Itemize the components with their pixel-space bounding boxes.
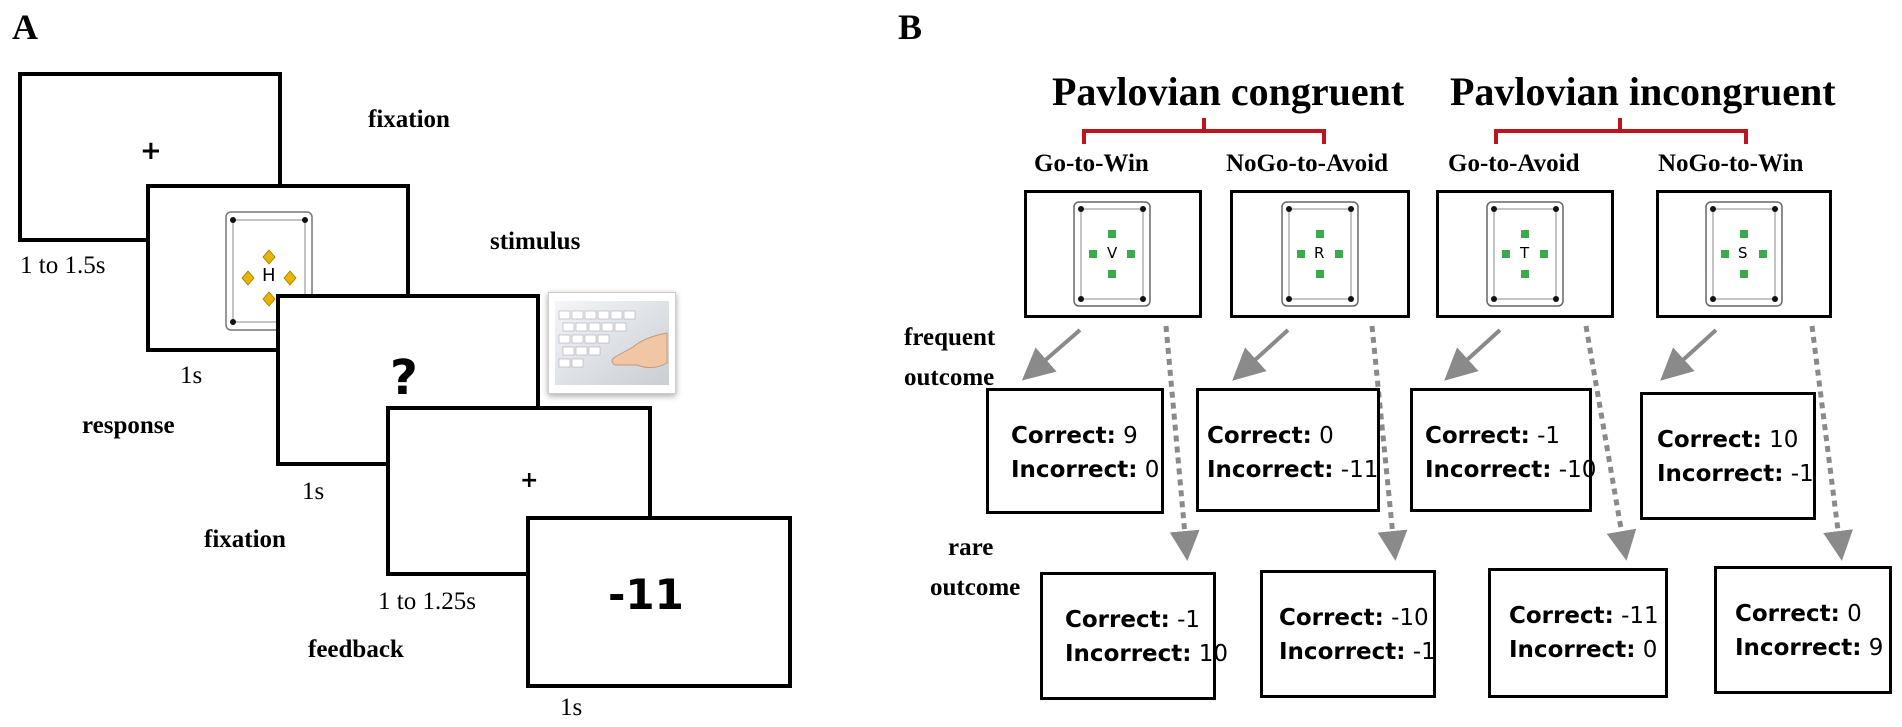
- rare-arrow-go-to-win: [1163, 325, 1200, 561]
- frequent-arrow-nogo-to-win: [1660, 328, 1718, 381]
- fixation-cross-2: +: [520, 468, 539, 493]
- stimulus-time: 1s: [180, 362, 203, 389]
- incorrect-value: 10: [1198, 641, 1229, 667]
- correct-label: Correct:: [1011, 423, 1116, 449]
- incorrect-value: -11: [1340, 457, 1379, 483]
- incorrect-label: Incorrect:: [1509, 637, 1636, 663]
- incorrect-value: 0: [1642, 637, 1658, 663]
- rare-label-line-1: rare: [948, 534, 994, 561]
- incorrect-value: -1: [1412, 639, 1436, 665]
- correct-label: Correct:: [1207, 423, 1312, 449]
- correct-label: Correct:: [1735, 601, 1840, 627]
- feedback-time: 1s: [560, 694, 583, 721]
- correct-label: Correct:: [1657, 427, 1762, 453]
- rare-arrow-nogo-to-win: [1809, 325, 1853, 561]
- stimulus-letter: H: [262, 265, 276, 286]
- rare-outcome-go-to-avoid: Correct: -11 Incorrect: 0: [1488, 568, 1668, 698]
- congruent-bracket: [1082, 118, 1326, 144]
- card-letter-nogo-to-avoid: R: [1314, 244, 1325, 262]
- fixation-label-1: fixation: [368, 106, 450, 133]
- card-letter-nogo-to-win: S: [1738, 244, 1748, 262]
- correct-value: -1: [1537, 423, 1561, 449]
- fixation-cross: +: [140, 136, 162, 166]
- pavlovian-incongruent-heading: Pavlovian incongruent: [1450, 69, 1836, 114]
- frequent-label-line-1: frequent: [904, 324, 996, 351]
- incorrect-value: 0: [1144, 457, 1160, 483]
- incongruent-bracket: [1494, 118, 1748, 144]
- correct-label: Correct:: [1065, 607, 1170, 633]
- incorrect-value: -1: [1790, 461, 1814, 487]
- incorrect-label: Incorrect:: [1207, 457, 1334, 483]
- correct-value: -11: [1621, 603, 1659, 629]
- incorrect-label: Incorrect:: [1735, 635, 1862, 661]
- correct-label: Correct:: [1425, 423, 1530, 449]
- frequent-label-line-2: outcome: [904, 364, 995, 391]
- condition-name-go-to-avoid: Go-to-Avoid: [1448, 150, 1580, 177]
- correct-value: 0: [1319, 423, 1334, 449]
- fixation-time-2: 1 to 1.25s: [378, 588, 476, 615]
- correct-value: 9: [1123, 423, 1138, 449]
- correct-label: Correct:: [1279, 605, 1384, 631]
- stimulus-label: stimulus: [490, 228, 581, 255]
- response-label: response: [82, 412, 175, 439]
- correct-value: -10: [1391, 605, 1429, 631]
- panel-b-letter: B: [898, 7, 923, 47]
- rare-outcome-go-to-win: Correct: -1 Incorrect: 10: [1040, 572, 1228, 700]
- condition-name-go-to-win: Go-to-Win: [1034, 150, 1149, 177]
- incorrect-label: Incorrect:: [1657, 461, 1784, 487]
- condition-name-nogo-to-win: NoGo-to-Win: [1658, 150, 1804, 177]
- rare-outcome-nogo-to-avoid: Correct: -10 Incorrect: -1: [1260, 570, 1436, 698]
- response-question-mark: ?: [390, 350, 418, 406]
- pavlovian-congruent-heading: Pavlovian congruent: [1052, 69, 1405, 114]
- panel-a-letter: A: [12, 7, 38, 47]
- card-letter-go-to-win: V: [1107, 244, 1118, 262]
- rare-outcome-nogo-to-win: Correct: 0 Incorrect: 9: [1714, 566, 1892, 694]
- fixation-time-1: 1 to 1.5s: [20, 252, 106, 279]
- response-time: 1s: [302, 478, 325, 505]
- frequent-outcome-go-to-avoid: Correct: -1 Incorrect: -10: [1410, 388, 1596, 512]
- feedback-label: feedback: [308, 636, 404, 663]
- condition-name-nogo-to-avoid: NoGo-to-Avoid: [1226, 150, 1389, 177]
- frequent-arrow-nogo-to-avoid: [1232, 328, 1290, 381]
- fixation-label-2: fixation: [204, 526, 286, 553]
- keyboard-press-image: [548, 292, 676, 394]
- rare-label-line-2: outcome: [930, 574, 1021, 601]
- frequent-outcome-go-to-win: Correct: 9 Incorrect: 0: [986, 388, 1164, 514]
- incorrect-label: Incorrect:: [1065, 641, 1192, 667]
- incorrect-value: 9: [1868, 635, 1884, 661]
- correct-label: Correct:: [1509, 603, 1614, 629]
- incorrect-value: -10: [1558, 457, 1597, 483]
- feedback-screen: -11: [526, 516, 792, 688]
- correct-value: 10: [1769, 427, 1799, 453]
- correct-value: 0: [1847, 601, 1862, 627]
- frequent-outcome-label: frequent outcome: [904, 318, 995, 398]
- frequent-outcome-nogo-to-avoid: Correct: 0 Incorrect: -11: [1196, 388, 1380, 512]
- rare-outcome-label: rare outcome: [930, 528, 1020, 608]
- feedback-value: -11: [608, 570, 684, 619]
- incorrect-label: Incorrect:: [1011, 457, 1138, 483]
- frequent-outcome-nogo-to-win: Correct: 10 Incorrect: -1: [1640, 392, 1816, 520]
- frequent-arrow-go-to-win: [1021, 328, 1082, 381]
- incorrect-label: Incorrect:: [1279, 639, 1406, 665]
- frequent-arrow-go-to-avoid: [1444, 328, 1502, 381]
- card-letter-go-to-avoid: T: [1520, 244, 1530, 262]
- correct-value: -1: [1177, 607, 1201, 633]
- incorrect-label: Incorrect:: [1425, 457, 1552, 483]
